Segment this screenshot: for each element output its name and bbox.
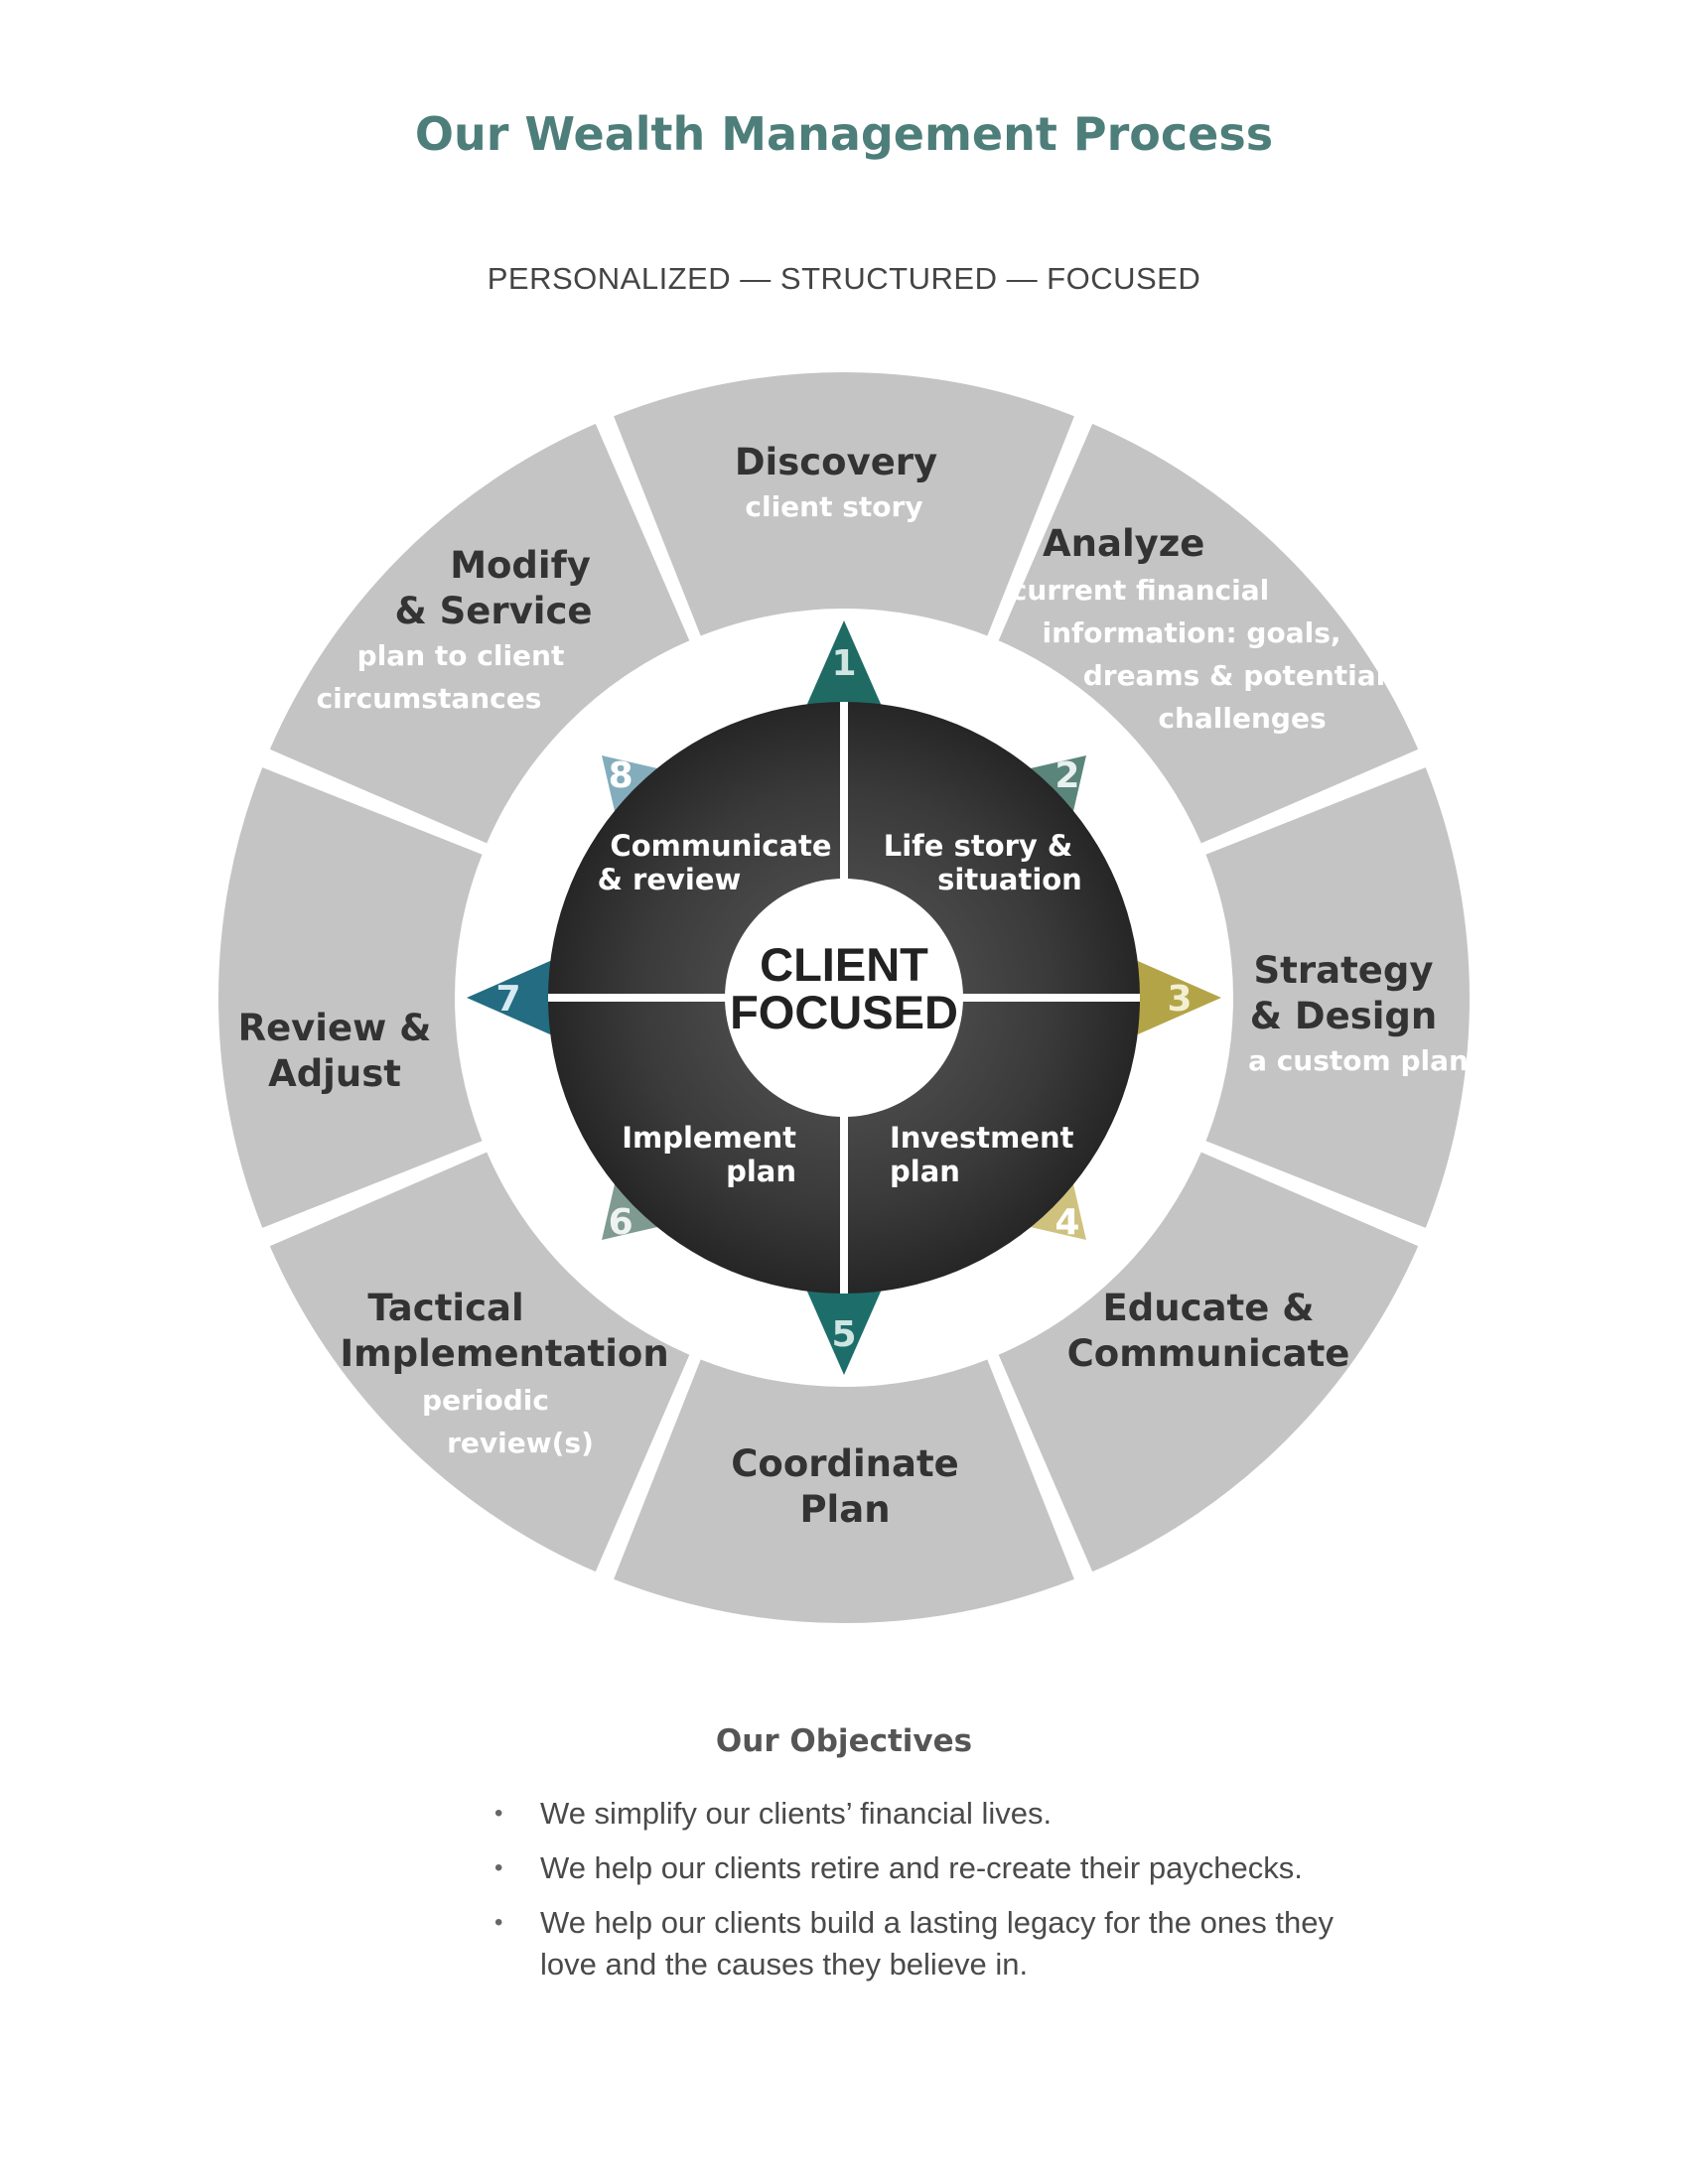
bullet-icon: •: [494, 1800, 503, 1827]
quadrant-label: situation: [937, 863, 1082, 896]
step-number: 1: [831, 643, 856, 684]
segment-title: Educate &: [1103, 1287, 1315, 1329]
step-number: 8: [609, 755, 633, 796]
segment-subtitle: circumstances: [317, 682, 542, 715]
ring-segment: [998, 423, 1419, 844]
segment-subtitle: plan to client: [357, 639, 565, 672]
ring-segment: [614, 372, 1074, 636]
ring-segment: [217, 767, 483, 1228]
page-subtitle: PERSONALIZED — STRUCTURED — FOCUSED: [487, 261, 1201, 296]
segment-title: Modify: [450, 544, 591, 587]
bullet-icon: •: [494, 1909, 503, 1936]
step-number: 2: [1055, 755, 1079, 796]
ring-segment: [269, 423, 690, 844]
segment-subtitle: periodic: [422, 1384, 549, 1417]
segment-title: Analyze: [1043, 522, 1204, 565]
quadrant-label: plan: [890, 1155, 960, 1188]
bullet-icon: •: [494, 1854, 503, 1881]
segment-subtitle: a custom plan: [1248, 1044, 1469, 1077]
quadrant-label: Implement: [622, 1121, 796, 1155]
objective-text: We help our clients build a lasting lega…: [540, 1905, 1335, 1981]
segment-title: Tactical: [367, 1287, 523, 1329]
quadrant-label: Communicate: [610, 829, 831, 863]
segment-title: Strategy: [1254, 949, 1434, 992]
segment-title: Discovery: [735, 441, 937, 483]
page-title: Our Wealth Management Process: [414, 107, 1274, 161]
ring-segment: [1205, 767, 1470, 1228]
segment-title: Coordinate: [731, 1442, 959, 1485]
objectives-title: Our Objectives: [715, 1723, 973, 1759]
quadrant-label: plan: [726, 1155, 796, 1188]
segment-title: Implementation: [340, 1332, 668, 1375]
ring-segment: [998, 1152, 1419, 1572]
objective-item: • We help our clients retire and re-creat…: [487, 1847, 1380, 1889]
segment-subtitle: challenges: [1158, 702, 1326, 735]
center-disc: [725, 879, 963, 1117]
objectives-list: • We simplify our clients’ financial live…: [487, 1793, 1380, 1998]
center-label: CLIENT: [760, 938, 928, 991]
step-number: 5: [831, 1314, 856, 1355]
segment-title: Adjust: [268, 1052, 401, 1095]
segment-title: & Service: [395, 590, 593, 632]
ring-segment: [269, 1152, 690, 1572]
step-number: 4: [1055, 1202, 1079, 1243]
segment-title: Plan: [799, 1488, 890, 1531]
quadrant-label: Life story &: [884, 829, 1072, 863]
segment-title: Review &: [238, 1007, 432, 1049]
quadrant-label: & review: [598, 863, 742, 896]
segment-subtitle: current financial: [1011, 574, 1269, 607]
segment-subtitle: review(s): [447, 1427, 594, 1459]
segment-subtitle: information: goals,: [1043, 616, 1341, 649]
step-number: 3: [1167, 979, 1192, 1020]
objective-text: We help our clients retire and re-create…: [540, 1850, 1303, 1885]
step-number: 7: [495, 979, 520, 1020]
center-label: FOCUSED: [730, 986, 958, 1038]
step-number: 6: [609, 1202, 633, 1243]
ring-segment: [614, 1359, 1074, 1623]
objective-text: We simplify our clients’ financial lives…: [540, 1796, 1053, 1831]
objective-item: • We help our clients build a lasting leg…: [487, 1902, 1380, 1985]
segment-title: Communicate: [1067, 1332, 1350, 1375]
objective-item: • We simplify our clients’ financial live…: [487, 1793, 1380, 1835]
quadrant-label: Investment: [890, 1121, 1074, 1155]
segment-subtitle: dreams & potential: [1083, 659, 1386, 692]
segment-subtitle: client story: [745, 490, 922, 523]
segment-title: & Design: [1250, 995, 1438, 1037]
